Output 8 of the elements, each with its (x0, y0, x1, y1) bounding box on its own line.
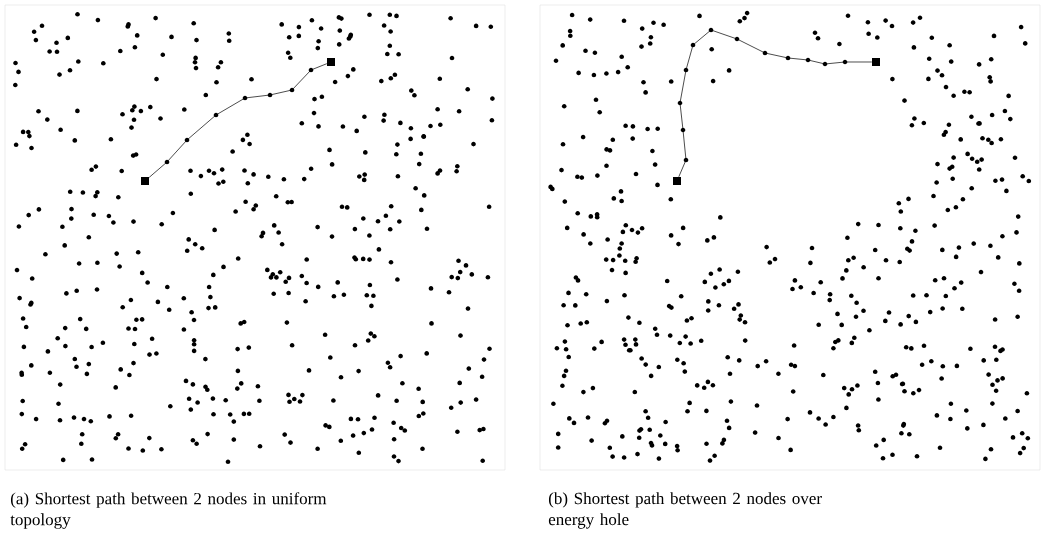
path-end-square (872, 58, 880, 66)
caption: (a) Shortest path between 2 nodes in uniform topology (10, 492, 327, 529)
path-end-square (673, 177, 681, 185)
path-line (678, 29, 873, 178)
path-end-square (141, 177, 149, 185)
caption: (b) Shortest path between 2 nodes over energy hole (548, 492, 822, 529)
path-end-square (327, 58, 335, 66)
path-line (148, 63, 328, 178)
